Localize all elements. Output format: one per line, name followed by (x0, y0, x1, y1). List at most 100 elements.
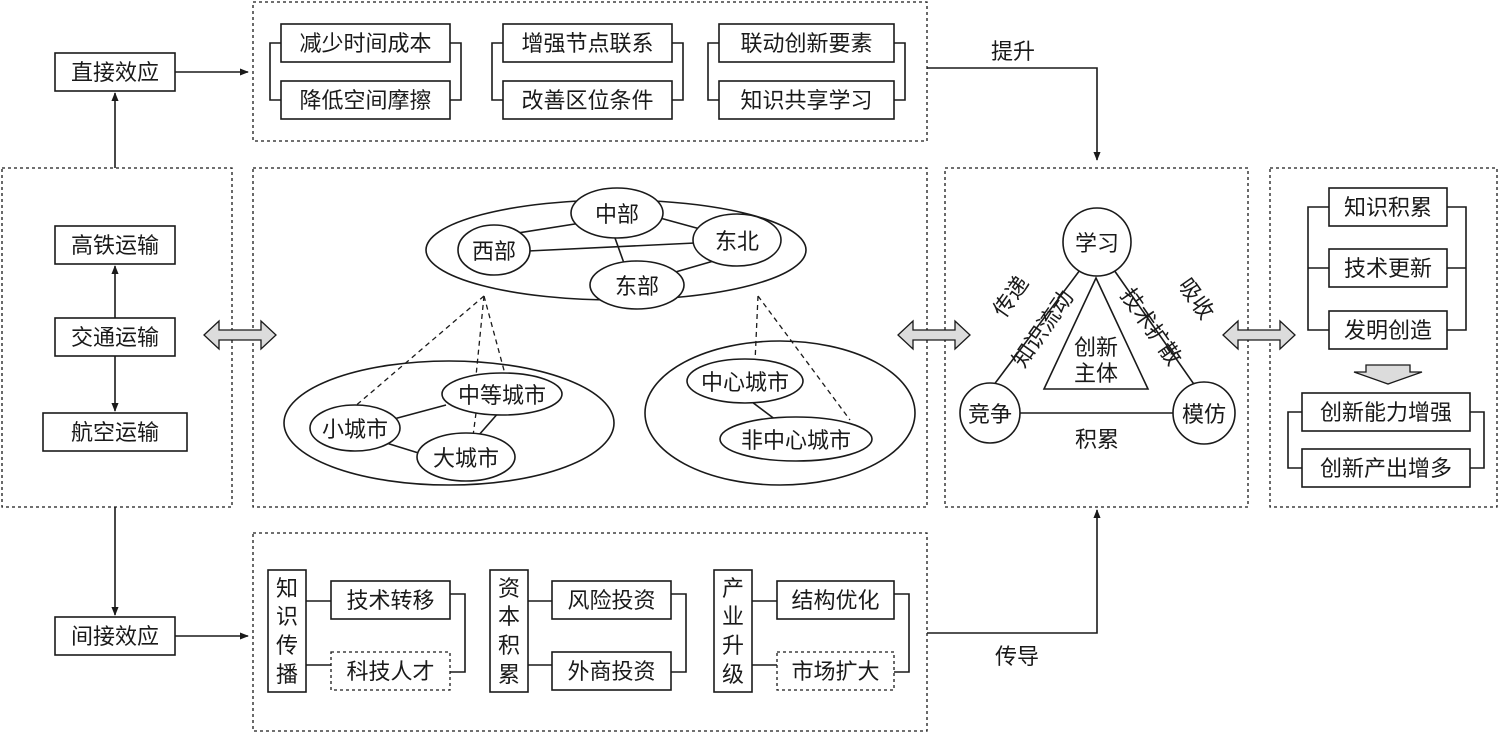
direct-effect-label: 直接效应 (71, 61, 159, 86)
result-left-bracket (1287, 411, 1302, 469)
indirect-g2-item2: 外商投资 (567, 660, 655, 685)
direct-g3-item1: 联动创新要素 (740, 32, 872, 57)
node-center-city-label: 中心城市 (701, 371, 789, 396)
transmit-label: 传递 (989, 272, 1035, 322)
direct-g2-item1-box (502, 23, 673, 63)
result2: 创新产出增多 (1320, 457, 1452, 482)
cat2-right-bracket (671, 593, 687, 673)
result-right-bracket (1470, 411, 1485, 469)
transport-panel (1, 167, 233, 508)
indirect-g3-item2-box (776, 651, 895, 691)
cat1-char3: 传 (276, 634, 298, 659)
direct-g3-item1-box (718, 23, 895, 63)
node-northeast-label: 东北 (715, 230, 759, 255)
g3-right-bracket (894, 42, 906, 101)
indirect-g1-item2-box (330, 651, 451, 691)
node-compete (959, 382, 1021, 444)
conduct-arrow (927, 509, 1101, 634)
node-west (457, 224, 531, 276)
traffic-label: 交通运输 (71, 326, 159, 351)
node-medium-city-label: 中等城市 (458, 384, 546, 409)
cat3-char2: 业 (722, 605, 744, 630)
g1-right-bracket (450, 42, 462, 101)
node-east-label: 东部 (615, 275, 659, 300)
dashed-link-2 (475, 295, 485, 377)
indirect-g1-item2: 科技人才 (346, 660, 434, 685)
node-noncenter-city (719, 416, 873, 462)
inner-triangle (1042, 276, 1150, 390)
dashed-link-4 (472, 412, 477, 437)
direct-g2-item2: 改善区位条件 (521, 89, 653, 114)
air-box (42, 412, 188, 452)
node-medium-city (441, 372, 563, 416)
outcome-item1: 知识积累 (1344, 196, 1432, 221)
cat3-char4: 级 (722, 663, 744, 688)
subject-line2: 主体 (1074, 362, 1118, 387)
direct-effect-box (54, 52, 176, 92)
double-arrow-2 (897, 319, 971, 351)
indirect-cat1-box (267, 569, 307, 693)
indirect-effect-label: 间接效应 (71, 625, 159, 650)
indirect-cat2-box (489, 569, 529, 693)
node-small-city (309, 404, 401, 452)
indirect-g1-item1-box (330, 580, 451, 620)
node-learn (1062, 207, 1132, 277)
node-compete-label: 竞争 (968, 403, 1012, 428)
node-large-city-label: 大城市 (433, 447, 499, 472)
result1: 创新能力增强 (1320, 401, 1452, 426)
node-west-label: 西部 (472, 240, 516, 265)
indirect-g1-item1: 技术转移 (346, 589, 434, 614)
conduct-label: 传导 (995, 645, 1039, 670)
outcome-down-arrow (1353, 364, 1423, 385)
indirect-g2-item1: 风险投资 (567, 589, 655, 614)
air-label: 航空运输 (71, 421, 159, 446)
cat1-right-bracket (450, 593, 466, 673)
cat2-char4: 累 (498, 663, 520, 688)
node-center-city (686, 358, 804, 404)
cat2-char2: 本 (498, 605, 520, 630)
indirect-g2-item1-box (551, 580, 672, 620)
cat2-char3: 积 (498, 634, 520, 659)
double-arrow-3 (1222, 319, 1296, 351)
g1-left-bracket (269, 42, 281, 101)
dashed-link-3 (483, 295, 506, 375)
outcome-item2-box (1328, 248, 1448, 288)
mechanism-panel (944, 167, 1249, 508)
node-large-city (416, 432, 516, 482)
node-noncenter-city-label: 非中心城市 (741, 429, 851, 454)
double-arrow-1 (203, 319, 277, 351)
hsr-label: 高铁运输 (71, 234, 159, 259)
edge-west-northeast (527, 242, 696, 252)
promote-arrow (927, 67, 1101, 161)
node-central (570, 187, 664, 239)
edge-center-noncenter (751, 401, 777, 421)
direct-g3-item2-box (718, 80, 895, 120)
indirect-cat3-box (713, 569, 753, 693)
node-learn-label: 学习 (1075, 232, 1119, 257)
cat1-char2: 识 (276, 605, 298, 630)
outcome-item3: 发明创造 (1344, 319, 1432, 344)
g2-left-bracket (491, 42, 503, 101)
node-small-city-label: 小城市 (322, 418, 388, 443)
indirect-g3-item1: 结构优化 (791, 589, 879, 614)
direct-g1-item2: 降低空间摩擦 (299, 89, 431, 114)
cat3-char3: 升 (722, 634, 744, 659)
direct-effect-panel (252, 1, 928, 142)
indirect-effect-panel (252, 532, 928, 732)
node-northeast (692, 213, 782, 267)
g2-right-bracket (672, 42, 684, 101)
result2-box (1301, 448, 1471, 488)
node-imitate (1172, 381, 1236, 445)
direct-g1-item1: 减少时间成本 (299, 32, 431, 57)
indirect-g2-item2-box (551, 651, 672, 691)
direct-g1-item2-box (280, 80, 451, 120)
direct-g1-item1-box (280, 23, 451, 63)
cat1-char1: 知 (276, 577, 298, 602)
subject-line1: 创新 (1074, 336, 1118, 361)
indirect-g3-item2: 市场扩大 (791, 660, 879, 685)
node-east (589, 260, 685, 310)
accumulate-label: 积累 (1075, 428, 1119, 453)
triangle-edge-right (1113, 269, 1199, 391)
